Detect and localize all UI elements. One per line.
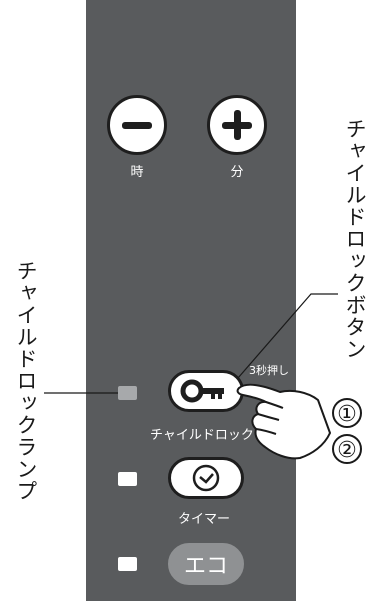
clock-icon <box>192 464 220 492</box>
timer-button[interactable] <box>168 457 244 499</box>
minute-label: 分 <box>230 165 244 180</box>
child-lock-button[interactable] <box>168 370 244 412</box>
eco-label: エコ <box>183 554 228 579</box>
hour-minus-button[interactable] <box>107 95 167 155</box>
child-lock-lamp-callout: チャイルドロックランプ <box>14 260 38 502</box>
step-2-marker: ② <box>332 434 362 464</box>
minute-plus-button[interactable] <box>207 95 267 155</box>
child-lock-button-callout: チャイルドロックボタン <box>343 118 367 360</box>
hold-hint: 3秒押し <box>249 364 289 377</box>
pointing-hand-icon <box>236 383 331 460</box>
step-1-marker: ① <box>332 398 362 428</box>
eco-button[interactable]: エコ <box>168 543 244 585</box>
eco-lamp <box>118 557 137 571</box>
child-lock-label: チャイルドロック <box>150 428 254 443</box>
timer-lamp <box>118 472 137 486</box>
hour-label: 時 <box>130 165 144 180</box>
button-callout-line <box>237 293 338 379</box>
timer-label: タイマー <box>178 512 231 527</box>
minus-icon <box>122 122 152 129</box>
key-icon <box>180 379 224 403</box>
child-lock-lamp <box>118 386 137 400</box>
